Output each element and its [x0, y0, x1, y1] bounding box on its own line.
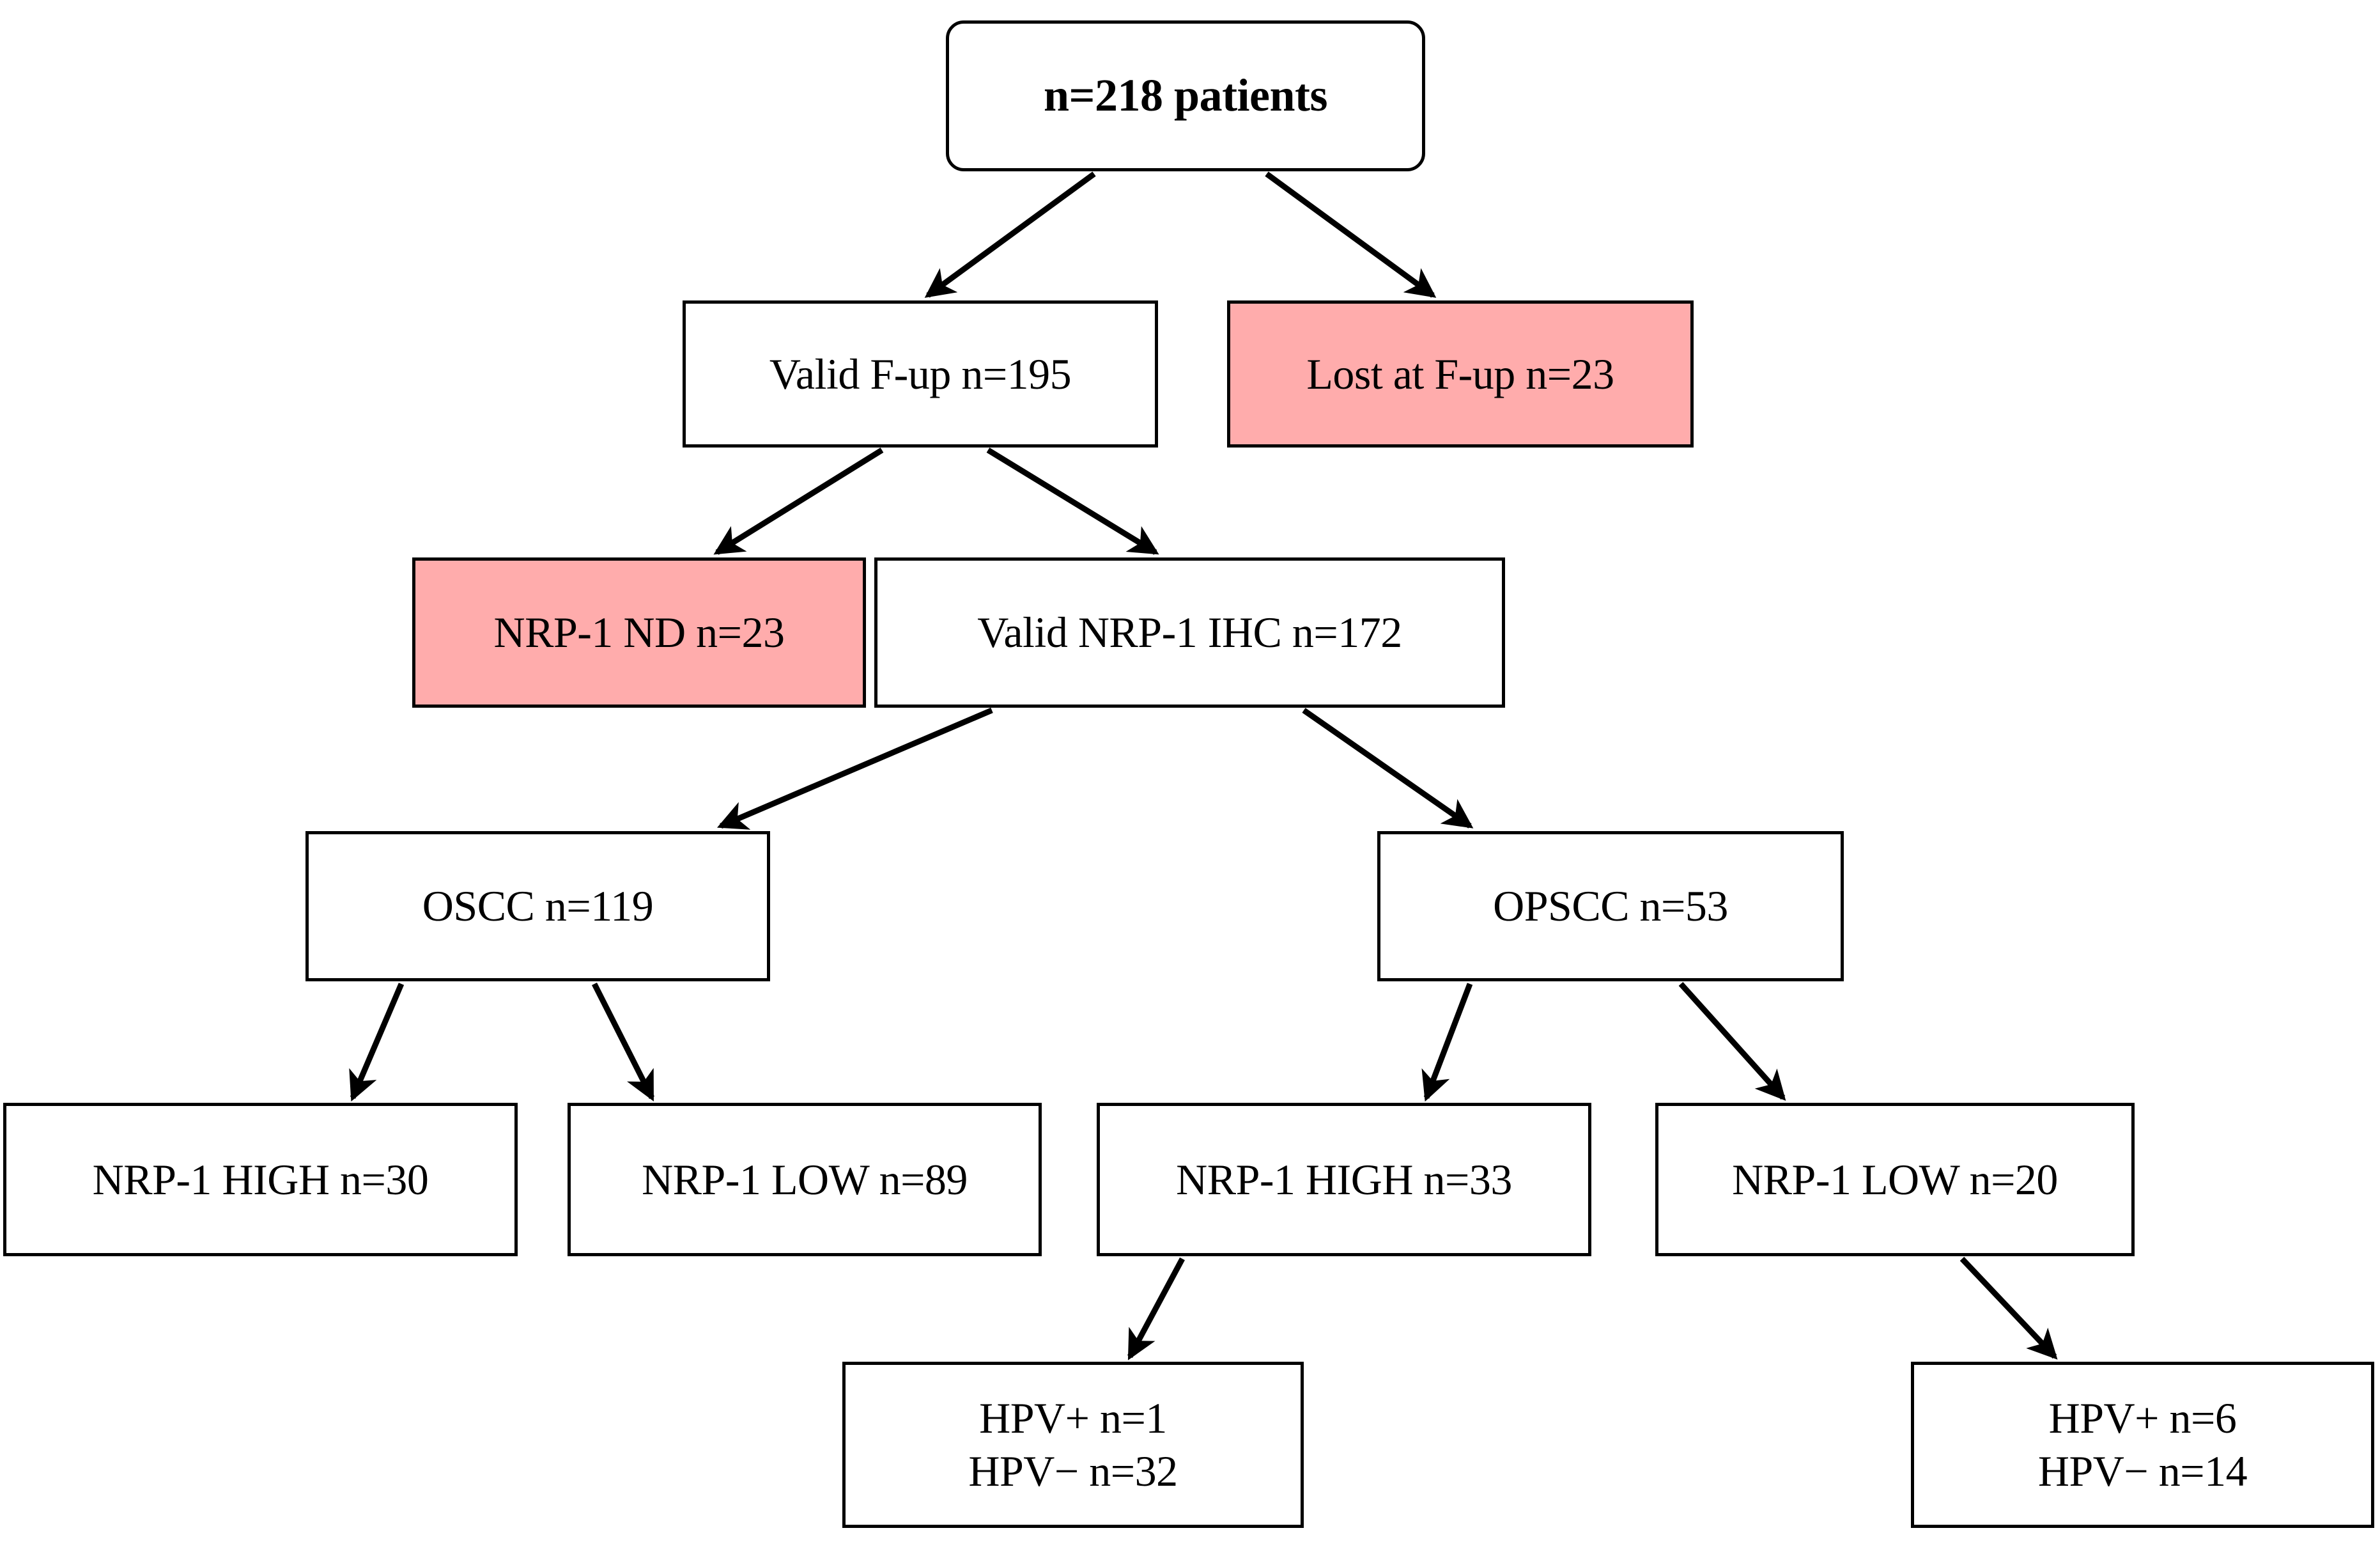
flow-node-oscc: OSCC n=119 — [305, 831, 770, 981]
flow-node-label: n=218 patients — [1043, 70, 1328, 121]
flow-node-label: OPSCC n=53 — [1493, 882, 1728, 931]
flow-node-label: HPV+ n=6 HPV− n=14 — [2037, 1394, 2248, 1495]
flow-node-label: NRP-1 HIGH n=33 — [1176, 1155, 1512, 1204]
flow-arrow — [349, 983, 405, 1102]
flow-node-opscc-high: NRP-1 HIGH n=33 — [1097, 1103, 1591, 1256]
flow-node-label: OSCC n=119 — [422, 882, 654, 931]
flow-node-hpv-oscc-high: HPV+ n=1 HPV− n=32 — [842, 1362, 1304, 1528]
flow-arrow — [1959, 1256, 2058, 1360]
flow-arrow — [1265, 171, 1437, 298]
flow-node-label: NRP-1 HIGH n=30 — [92, 1155, 429, 1204]
flow-arrow — [716, 707, 993, 830]
flow-arrow — [591, 982, 655, 1102]
flow-node-label: HPV+ n=1 HPV− n=32 — [968, 1394, 1178, 1495]
flow-arrow — [1127, 1257, 1185, 1360]
flow-node-opscc-low: NRP-1 LOW n=20 — [1655, 1103, 2135, 1256]
flow-node-valid-ihc: Valid NRP-1 IHC n=172 — [874, 557, 1505, 708]
flow-node-label: Valid NRP-1 IHC n=172 — [977, 608, 1402, 657]
flow-arrow — [986, 448, 1159, 555]
flow-node-root: n=218 patients — [946, 20, 1425, 171]
flow-arrow — [1678, 981, 1786, 1101]
flow-node-label: Lost at F-up n=23 — [1306, 349, 1614, 398]
flow-node-label: NRP-1 LOW n=20 — [1732, 1155, 2058, 1204]
flow-node-valid-fup: Valid F-up n=195 — [683, 300, 1158, 448]
flow-arrow — [1421, 983, 1473, 1102]
flow-node-nrp1-nd: NRP-1 ND n=23 — [412, 557, 866, 708]
flow-node-hpv-opscc-low: HPV+ n=6 HPV− n=14 — [1911, 1362, 2374, 1528]
flow-node-lost-fup: Lost at F-up n=23 — [1227, 300, 1694, 448]
flow-node-label: NRP-1 LOW n=89 — [642, 1155, 968, 1204]
flow-node-label: Valid F-up n=195 — [769, 349, 1072, 398]
flow-node-opscc: OPSCC n=53 — [1377, 831, 1844, 981]
flow-node-oscc-low: NRP-1 LOW n=89 — [568, 1103, 1042, 1256]
flow-arrow — [1302, 708, 1474, 829]
flow-arrow — [713, 448, 884, 555]
flow-node-label: NRP-1 ND n=23 — [493, 608, 785, 657]
flow-node-oscc-high: NRP-1 HIGH n=30 — [3, 1103, 518, 1256]
flow-arrow — [924, 171, 1096, 298]
